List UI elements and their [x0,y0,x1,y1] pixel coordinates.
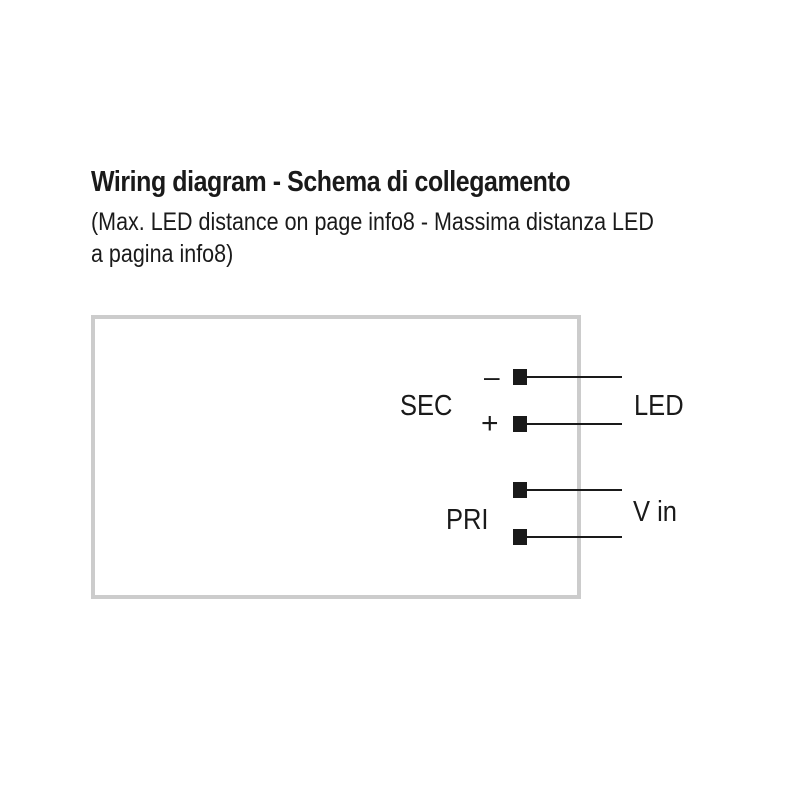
diagram-title: Wiring diagram - Schema di collegamento [91,166,571,198]
device-box [91,315,581,599]
minus-sign: – [484,361,500,392]
plus-sign: + [481,407,499,440]
subtitle-line-2: a pagina info8) [91,240,234,268]
diagram-subtitle: (Max. LED distance on page info8 - Massi… [91,206,745,270]
led-label: LED [634,388,684,421]
sec-plus-terminal [513,416,527,432]
sec-label: SEC [400,388,452,421]
pri-label: PRI [446,502,489,535]
subtitle-line-1: (Max. LED distance on page info8 - Massi… [91,208,654,236]
pri-bottom-terminal [513,529,527,545]
sec-minus-terminal [513,369,527,385]
pri-top-terminal [513,482,527,498]
vin-label: V in [633,494,677,527]
